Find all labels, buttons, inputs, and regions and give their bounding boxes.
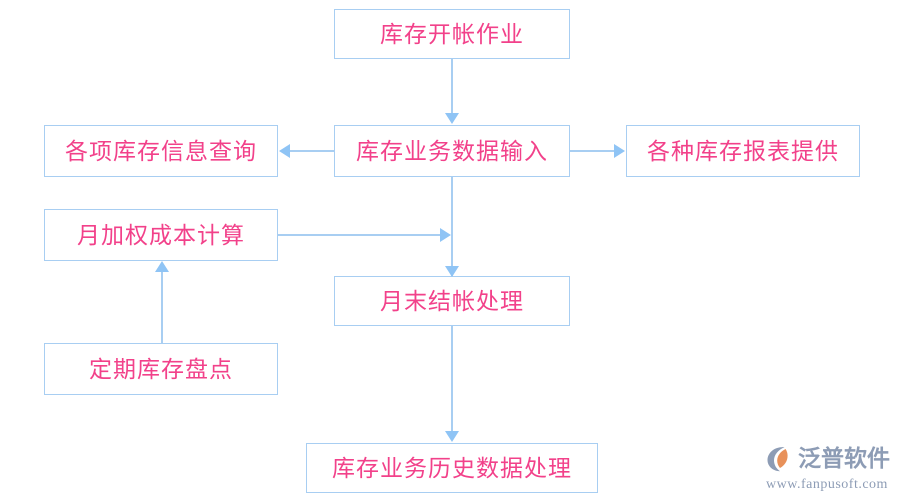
node-label: 库存业务历史数据处理 bbox=[332, 455, 572, 481]
node-label: 库存开帐作业 bbox=[380, 21, 524, 47]
edge-data-input-to-report-provide bbox=[570, 150, 615, 152]
node-label: 定期库存盘点 bbox=[89, 356, 233, 382]
node-label: 库存业务数据输入 bbox=[356, 138, 548, 164]
arrowhead-month-end-close-to-history bbox=[445, 431, 459, 442]
arrowhead-periodic-count-to-weighted-cost bbox=[155, 261, 169, 272]
node-open-account[interactable]: 库存开帐作业 bbox=[334, 9, 570, 59]
fanpu-swoosh-logo-icon bbox=[764, 444, 794, 474]
arrowhead-weighted-cost-to-month-end-close bbox=[440, 228, 451, 242]
edge-month-end-close-to-history bbox=[451, 326, 453, 432]
watermark-brand-text: 泛普软件 bbox=[798, 445, 890, 471]
node-label: 各项库存信息查询 bbox=[65, 138, 257, 164]
edge-data-input-to-month-end-close bbox=[451, 177, 453, 276]
node-info-query[interactable]: 各项库存信息查询 bbox=[44, 125, 278, 177]
node-label: 月加权成本计算 bbox=[77, 222, 245, 248]
node-report-provide[interactable]: 各种库存报表提供 bbox=[626, 125, 860, 177]
edge-weighted-cost-to-month-end-close bbox=[278, 234, 444, 236]
watermark: 泛普软件 www.fanpusoft.com bbox=[760, 440, 894, 496]
node-data-input[interactable]: 库存业务数据输入 bbox=[334, 125, 570, 177]
node-label: 月末结帐处理 bbox=[380, 288, 524, 314]
arrowhead-data-input-to-month-end-close bbox=[445, 266, 459, 277]
node-month-end-close[interactable]: 月末结帐处理 bbox=[334, 276, 570, 326]
node-history-process[interactable]: 库存业务历史数据处理 bbox=[306, 443, 598, 493]
node-periodic-count[interactable]: 定期库存盘点 bbox=[44, 343, 278, 395]
watermark-url: www.fanpusoft.com bbox=[766, 476, 888, 492]
arrowhead-open-account-to-data-input bbox=[445, 113, 459, 124]
edge-data-input-to-info-query bbox=[290, 150, 335, 152]
watermark-brand-row: 泛普软件 bbox=[764, 444, 890, 474]
arrowhead-data-input-to-report-provide bbox=[614, 144, 625, 158]
node-label: 各种库存报表提供 bbox=[647, 138, 839, 164]
node-weighted-cost[interactable]: 月加权成本计算 bbox=[44, 209, 278, 261]
edge-periodic-count-to-weighted-cost bbox=[161, 271, 163, 343]
edge-open-account-to-data-input bbox=[451, 59, 453, 115]
arrowhead-data-input-to-info-query bbox=[279, 144, 290, 158]
